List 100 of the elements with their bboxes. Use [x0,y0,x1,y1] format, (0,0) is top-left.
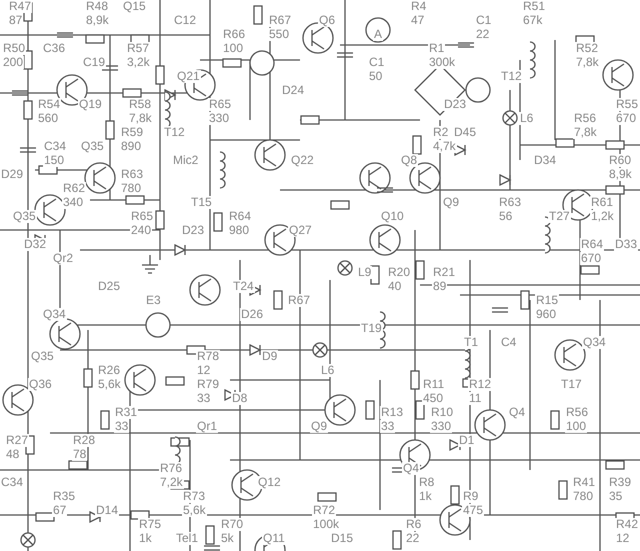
component-label: E3 [145,294,162,307]
component-label: D45 [453,126,478,139]
component-label: Q22 [290,154,315,167]
component-label: D15 [330,532,354,545]
component-label: 890 [120,140,142,153]
component-label: T12 [163,126,186,139]
component-label: Q35 [80,140,105,153]
component-label: R48 [85,0,110,13]
component-label: R1 [428,42,446,55]
component-label: R64 [580,238,604,251]
component-label: D9 [261,350,278,363]
component-label: 5,6k [182,504,207,517]
component-label: R51 [522,0,546,13]
component-label: R63 [120,168,144,181]
component-label: D29 [0,168,24,181]
component-label: Q4 [402,462,420,475]
component-label: R11 [422,378,446,391]
component-label: R67 [268,14,292,27]
component-label: R65 [208,98,232,111]
component-label: 50 [368,70,384,83]
component-label: 200 [2,56,24,69]
component-label: 1k [138,532,153,545]
component-label: 3,2k [126,56,151,69]
component-label: Q36 [28,378,53,391]
component-label: 100k [312,518,340,531]
component-label: R56 [573,112,598,125]
component-label: 22 [475,28,490,41]
component-label: R2 [432,126,450,139]
component-label: R4 [410,0,428,13]
component-label: R57 [126,42,150,55]
component-label: R56 [565,406,590,419]
component-label: D24 [281,84,306,97]
component-label: 67k [522,14,544,27]
component-label: R79 [196,378,220,391]
component-label: 330 [208,112,230,125]
component-label: D1 [458,434,476,447]
component-label: R21 [432,266,456,279]
component-label: T24 [232,280,255,293]
component-label: D33 [614,238,638,251]
component-label: 35 [608,490,624,503]
component-label: R59 [120,126,144,139]
component-label: C36 [42,42,66,55]
component-label: D32 [23,238,48,251]
component-label: T27 [548,210,571,223]
component-label: 47 [410,14,426,27]
component-label: R26 [97,364,122,377]
component-label: 89 [432,280,448,293]
component-label: R63 [498,196,522,209]
component-label: 78 [72,448,88,461]
component-label: R55 [615,98,640,111]
component-label: 150 [43,154,66,167]
component-label: C34 [43,140,68,153]
component-label: Qr1 [196,420,218,433]
component-label: T1 [463,336,480,349]
component-label: Q19 [78,98,103,111]
component-label: 450 [422,392,444,405]
component-label: R39 [608,476,632,489]
component-label: 980 [228,224,250,237]
component-label: 1,2k [590,210,615,223]
component-label: R54 [37,98,62,111]
component-label: D23 [181,224,206,237]
component-label: C34 [0,476,24,489]
component-label: R50 [2,42,26,55]
component-label: T17 [560,378,583,391]
component-label: Q27 [288,224,313,237]
component-label: 67 [52,504,68,517]
component-label: Q15 [122,0,147,13]
component-label: Q9 [442,196,460,209]
component-label: 5k [220,532,235,545]
component-label: R61 [590,196,614,209]
component-label: 5,6k [97,378,122,391]
component-label: R58 [128,98,152,111]
component-label: 330 [430,420,452,433]
component-label: 780 [120,182,142,195]
component-label: 8,9k [608,168,633,181]
component-label: Q35 [12,210,37,223]
component-label: R62 [62,182,86,195]
component-label: 33 [114,420,130,433]
component-label: 33 [196,392,212,405]
component-label: R75 [138,518,162,531]
component-label: C4 [500,336,518,349]
component-label: T15 [190,196,213,209]
component-label: 40 [387,280,402,293]
component-label: L6 [320,364,336,377]
component-label: 48 [5,448,20,461]
component-label: R12 [468,378,492,391]
component-label: 8,9k [85,14,110,27]
component-label: 100 [565,420,588,433]
component-label: 960 [535,308,558,321]
component-label: Q11 [262,532,286,545]
component-label: L6 [519,112,534,125]
component-label: Q34 [42,308,67,321]
component-label: Q12 [257,476,282,489]
component-label: Q4 [508,406,526,419]
component-label: 7,2k [159,476,184,489]
component-label: Mic2 [172,154,200,167]
component-label: R76 [159,462,184,475]
component-label: R31 [114,406,138,419]
component-label: Q10 [380,210,405,223]
component-label: D25 [97,280,122,293]
